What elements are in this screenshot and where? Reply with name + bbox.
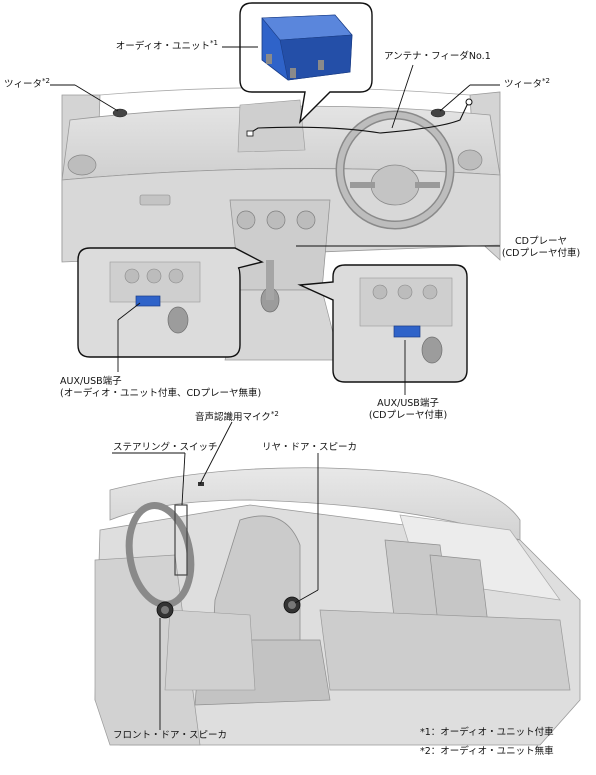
aux-right-callout xyxy=(297,264,468,383)
antenna-feeder-label: アンテナ・フィーダNo.1 xyxy=(384,51,491,62)
rear-door-speaker-label: リヤ・ドア・スピーカ xyxy=(262,442,358,453)
bottom-leader-lines xyxy=(112,421,319,730)
aux-left-callout xyxy=(77,247,264,358)
tweeter-right-label: ツィータ*2 xyxy=(504,76,550,90)
aux-right-label: AUX/USB端子 (CDプレーヤ付車) xyxy=(368,398,448,421)
steering-switch-label: ステアリング・スイッチ xyxy=(113,442,218,453)
voice-mic-label: 音声認識用マイク*2 xyxy=(195,409,279,423)
cabin-illustration xyxy=(94,467,581,746)
footnote-1: *1：オーディオ・ユニット付車 xyxy=(420,727,554,738)
top-leader-lines xyxy=(50,46,500,395)
footnote-2: *2：オーディオ・ユニット無車 xyxy=(420,746,554,757)
tweeter-left-label: ツィータ*2 xyxy=(4,76,50,90)
audio-unit-callout xyxy=(239,2,373,125)
aux-left-label: AUX/USB端子 (オーディオ・ユニット付車、CDプレーヤ無車) xyxy=(60,376,262,399)
front-door-speaker-label: フロント・ドア・スピーカ xyxy=(113,730,228,741)
cd-player-label: CDプレーヤ (CDプレーヤ付車) xyxy=(501,236,581,259)
audio-unit-label: オーディオ・ユニット*1 xyxy=(115,38,218,52)
